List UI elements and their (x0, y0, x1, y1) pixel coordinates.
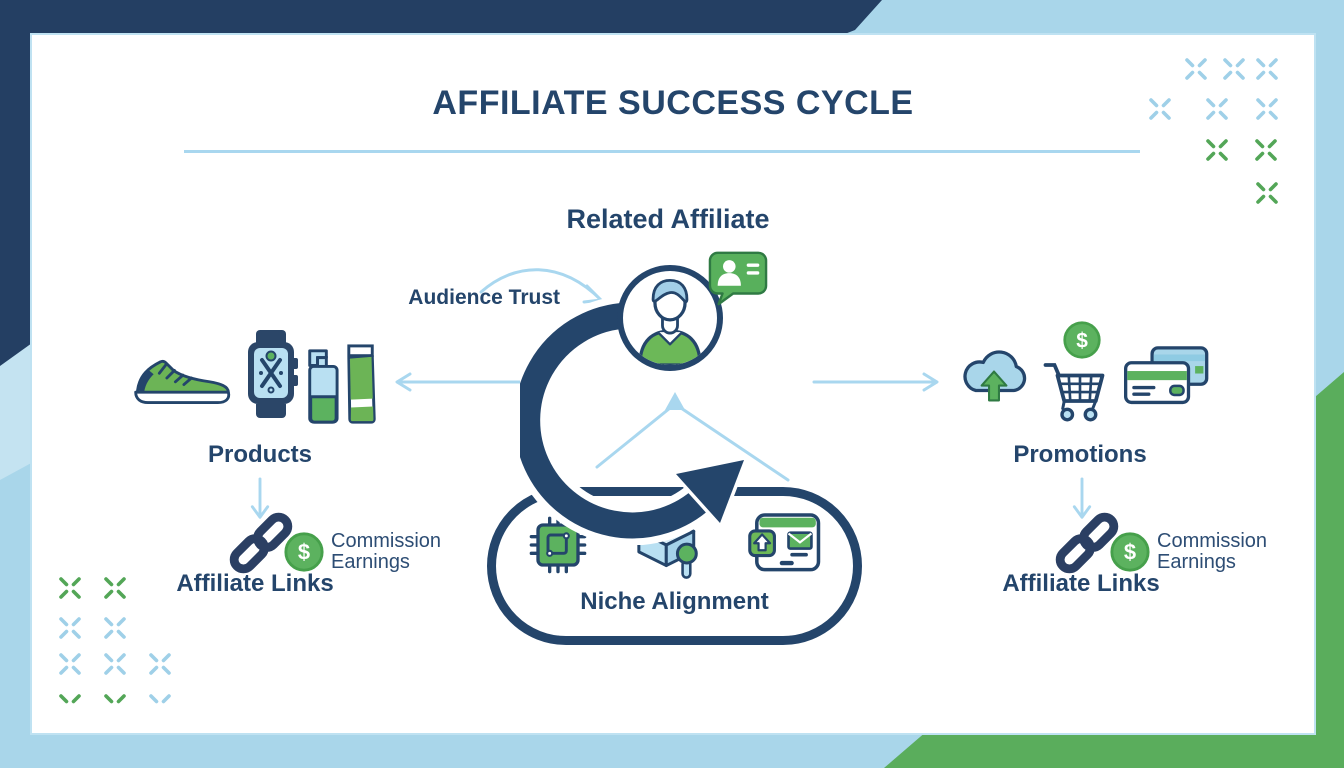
down-arrow-icon (1072, 477, 1092, 519)
sneaker-icon (134, 359, 231, 404)
tablet-upload-mail-icon (747, 513, 820, 572)
sparkle-x-icon (59, 653, 81, 675)
products-label: Products (207, 441, 312, 468)
niche-alignment-label: Niche Alignment (580, 588, 769, 615)
sparkle-x-half-icon (104, 694, 126, 704)
commission-earnings-label: Commission Earnings (331, 530, 442, 573)
sparkle-x-half-icon (59, 694, 81, 704)
affiliate-links-label: Affiliate Links (176, 570, 334, 597)
sparkle-x-icon (1149, 98, 1171, 120)
sparkle-x-icon (104, 653, 126, 675)
affiliate-person-icon (638, 278, 702, 365)
page-title: AFFILIATE SUCCESS CYCLE (432, 84, 914, 122)
commission-earnings-label: Commission Earnings (1157, 530, 1268, 573)
contact-chat-bubble-icon (708, 251, 768, 306)
sparkle-x-icon (104, 617, 126, 639)
sparkle-x-icon (149, 653, 171, 675)
smartwatch-icon (248, 330, 298, 418)
down-arrow-icon (250, 477, 270, 519)
sparkle-x-icon (1185, 58, 1207, 80)
sparkle-x-icon (1255, 139, 1277, 161)
audience-trust-label: Audience Trust (408, 286, 560, 309)
dollar-coin-icon: $ (1110, 532, 1150, 572)
svg-text:$: $ (1124, 540, 1136, 565)
sparkle-x-icon (1256, 58, 1278, 80)
sparkle-x-half-icon (149, 694, 171, 704)
affiliate-links-label: Affiliate Links (1002, 570, 1160, 597)
affiliate-avatar (617, 265, 723, 371)
cloud-upload-icon (963, 350, 1027, 402)
credit-cards-icon (1124, 346, 1209, 405)
right-arrow-icon (812, 372, 939, 392)
microchip-icon (529, 516, 586, 574)
shopping-cart-icon (1043, 363, 1105, 422)
dollar-coin-icon: $ (1063, 321, 1101, 359)
cosmetics-icon (308, 344, 376, 424)
sparkle-x-icon (1206, 139, 1228, 161)
dollar-coin-icon: $ (284, 532, 324, 572)
sparkle-x-icon (1223, 58, 1245, 80)
chain-link-icon (1055, 512, 1119, 574)
sparkle-x-icon (1206, 98, 1228, 120)
sparkle-x-icon (59, 617, 81, 639)
sparkle-x-icon (104, 577, 126, 599)
related-affiliate-heading: Related Affiliate (566, 204, 770, 234)
chain-link-icon (229, 512, 293, 574)
sparkle-x-icon (1256, 98, 1278, 120)
alignment-lines-icon (595, 392, 790, 482)
cycle-arrow-icon (520, 296, 748, 545)
sparkle-x-icon (59, 577, 81, 599)
title-underline (184, 150, 1140, 153)
svg-text:$: $ (298, 540, 310, 565)
promotions-label: Promotions (1013, 441, 1147, 468)
sparkle-x-icon (1256, 182, 1278, 204)
svg-text:$: $ (1076, 329, 1088, 352)
left-arrow-icon (395, 372, 522, 392)
